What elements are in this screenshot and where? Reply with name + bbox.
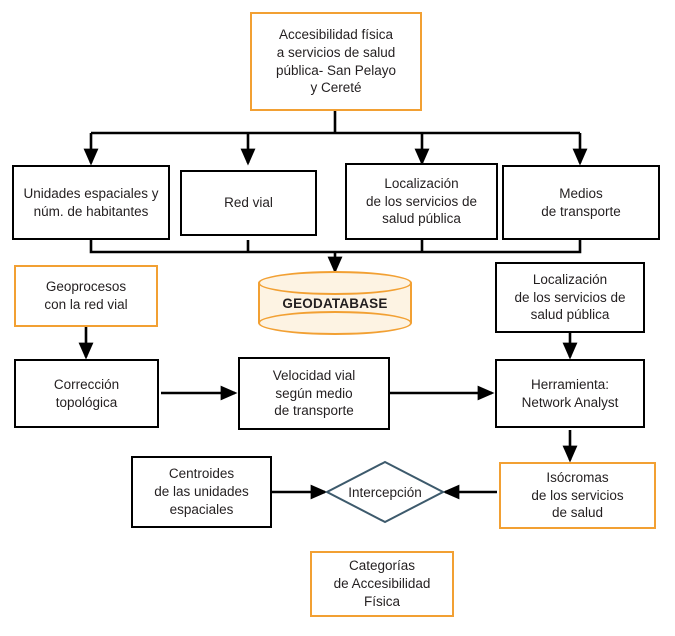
node-categorias-accesibilidad[interactable]: Categorías de Accesibilidad Física [310,551,454,617]
node-geoprocesos[interactable]: Geoprocesos con la red vial [14,265,158,327]
edge-medios-to-gdb [335,240,582,254]
node-localizacion-servicios[interactable]: Localización de los servicios de salud p… [345,163,498,240]
node-correccion-topologica[interactable]: Corrección topológica [14,359,159,428]
node-interceptacion[interactable]: Intercepción [325,460,445,524]
node-geoprocesos-label: Geoprocesos con la red vial [44,279,128,312]
node-medios-transporte-label: Medios de transporte [541,185,621,219]
node-localizacion-servicios-label: Localización de los servicios de salud p… [365,175,478,227]
edge-unidades-to-gdb [89,240,335,254]
node-red-vial[interactable]: Red vial [180,170,317,236]
diamond-shape [325,460,445,524]
node-interceptacion-label: Intercepción [348,484,422,500]
node-herramienta-network-analyst-label: Herramienta: Network Analyst [521,376,619,410]
geodatabase-cylinder-top [258,271,412,295]
node-velocidad-vial[interactable]: Velocidad vial según medio de transporte [238,357,390,430]
node-unidades-espaciales[interactable]: Unidades espaciales y núm. de habitantes [12,165,170,240]
node-centroides-label: Centroides de las unidades espaciales [154,466,249,517]
node-geodatabase[interactable]: GEODATABASE [258,271,412,335]
node-velocidad-vial-label: Velocidad vial según medio de transporte [272,367,356,419]
node-accesibilidad-fisica[interactable]: Accesibilidad física a servicios de salu… [250,12,422,111]
node-isocromas[interactable]: Isócromas de los servicios de salud [499,462,656,529]
node-categorias-accesibilidad-label: Categorías de Accesibilidad Física [333,558,431,609]
node-accesibilidad-fisica-label: Accesibilidad física a servicios de salu… [275,26,397,96]
node-herramienta-network-analyst[interactable]: Herramienta: Network Analyst [495,359,645,428]
node-red-vial-label: Red vial [224,195,273,211]
node-geodatabase-label: GEODATABASE [282,295,388,311]
node-localizacion-servicios-2[interactable]: Localización de los servicios de salud p… [495,262,645,333]
node-correccion-topologica-label: Corrección topológica [53,376,120,410]
node-medios-transporte[interactable]: Medios de transporte [502,165,660,240]
node-unidades-espaciales-label: Unidades espaciales y núm. de habitantes [23,185,159,219]
node-centroides[interactable]: Centroides de las unidades espaciales [131,456,272,528]
node-localizacion-servicios-2-label: Localización de los servicios de salud p… [514,271,626,323]
node-isocromas-label: Isócromas de los servicios de salud [531,469,624,521]
geodatabase-cylinder-bottom [258,311,412,335]
